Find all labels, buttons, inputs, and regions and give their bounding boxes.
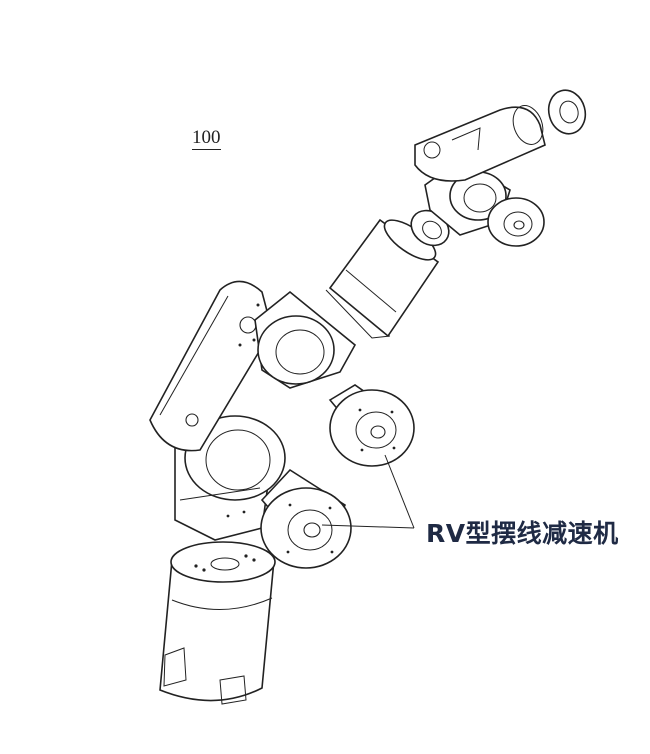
rv-reducer-callout-label: RV型摆线减速机 (426, 519, 619, 548)
rv-reducer-middle (328, 384, 415, 467)
end-flange (547, 89, 587, 135)
wrist-reducer (487, 197, 545, 247)
elbow-housing (254, 290, 357, 389)
rv-reducer-lower (260, 468, 352, 569)
reference-number-label: 100 (192, 127, 221, 150)
forearm-end-body (414, 105, 546, 182)
waist-housing (174, 415, 286, 541)
lower-arm-link (149, 280, 273, 452)
callout-leader-lines (321, 454, 415, 529)
base-cylinder (159, 541, 276, 705)
